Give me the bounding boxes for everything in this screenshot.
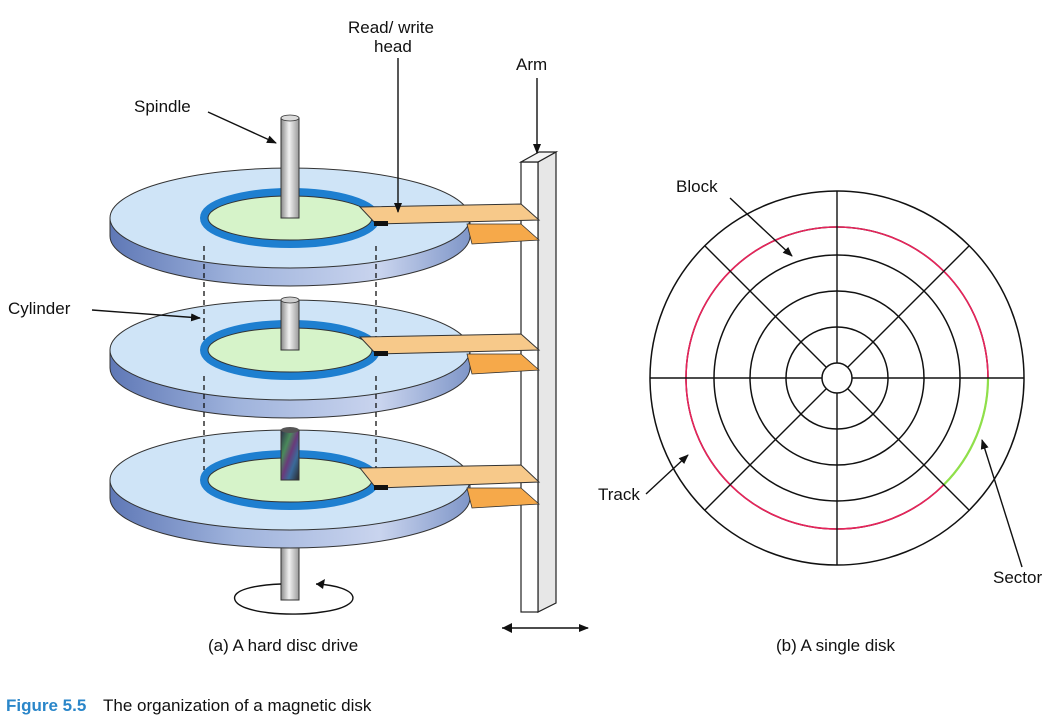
sector-divider-2 xyxy=(847,245,970,368)
track-label: Track xyxy=(598,485,640,504)
figure-caption-text: The organization of a magnetic disk xyxy=(103,696,372,715)
cylinder-label: Cylinder xyxy=(8,299,71,318)
platter-2 xyxy=(109,296,471,419)
spindle-top xyxy=(280,117,300,219)
read-write-head-label-line2: head xyxy=(374,37,412,56)
spindle-arrow xyxy=(207,111,277,144)
spindle-label: Spindle xyxy=(134,97,191,116)
sector-divider-4 xyxy=(704,245,827,368)
read-write-head-label-line1: Read/ write xyxy=(348,18,434,37)
arm-bar xyxy=(518,150,559,613)
block-arrow xyxy=(729,197,793,257)
hard-disc-drive-diagram: Read/ write head Arm Spindle Cylinder (a… xyxy=(8,18,589,655)
arm-label: Arm xyxy=(516,55,547,74)
rotation-arrow-icon xyxy=(234,583,354,615)
cylinder-arrow xyxy=(91,309,201,322)
highlighted-sector xyxy=(942,377,990,486)
track-arrow xyxy=(645,454,689,495)
platter-1 xyxy=(109,114,471,287)
platter-3 xyxy=(109,427,471,549)
figure-number: Figure 5.5 xyxy=(6,696,86,715)
sector-arrow xyxy=(980,439,1023,568)
read-write-head-3 xyxy=(358,464,541,509)
sector-divider-6 xyxy=(704,388,827,511)
disk-rings-and-sectors xyxy=(649,190,1025,566)
read-write-head-1 xyxy=(358,203,541,245)
single-disk-diagram: Block Track Sector (b) A single disk xyxy=(598,177,1042,655)
cylinder-dashes xyxy=(203,246,377,470)
subcaption-b: (b) A single disk xyxy=(776,636,896,655)
read-write-head-2 xyxy=(358,333,541,375)
sector-label: Sector xyxy=(993,568,1042,587)
sector-divider-8 xyxy=(847,388,970,511)
figure-caption: Figure 5.5 The organization of a magneti… xyxy=(6,696,372,715)
subcaption-a: (a) A hard disc drive xyxy=(208,636,358,655)
block-label: Block xyxy=(676,177,718,196)
